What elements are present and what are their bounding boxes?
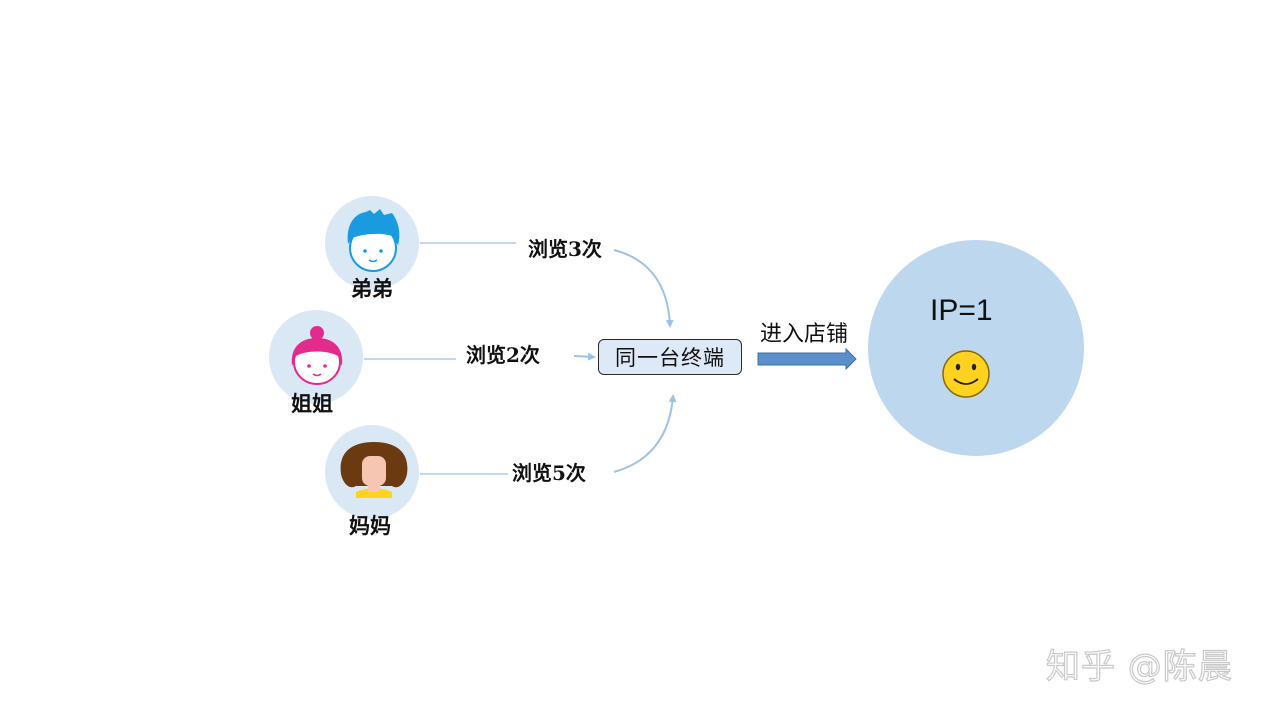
avatar-mother — [325, 425, 419, 519]
ip-count-label: IP=1 — [930, 294, 993, 327]
avatar-brother — [325, 196, 419, 290]
action-label-sister: 浏览2次 — [466, 343, 540, 367]
woman-face-icon — [340, 442, 408, 498]
result-circle — [868, 240, 1084, 456]
person-name-brother: 弟弟 — [351, 276, 393, 301]
person-name-sister: 姐姐 — [291, 391, 333, 416]
person-name-mother: 妈妈 — [349, 513, 391, 538]
smiley-face-icon — [942, 350, 990, 398]
device-box: 同一台终端 — [598, 339, 742, 375]
boy-face-icon — [347, 209, 400, 272]
avatar-sister — [269, 310, 363, 404]
enter-label: 进入店铺 — [760, 322, 849, 347]
arrow-mother-to-device — [613, 394, 677, 473]
watermark: 知乎 @陈晨 — [1045, 647, 1233, 687]
device-label: 同一台终端 — [615, 346, 725, 370]
arrow-brother-to-device — [613, 249, 674, 328]
girl-bun-face-icon — [291, 326, 343, 385]
action-label-brother: 浏览3次 — [528, 237, 602, 261]
arrow-sister-to-device — [573, 352, 596, 361]
enter-block-arrow — [757, 347, 857, 371]
action-label-mother: 浏览5次 — [512, 461, 586, 485]
